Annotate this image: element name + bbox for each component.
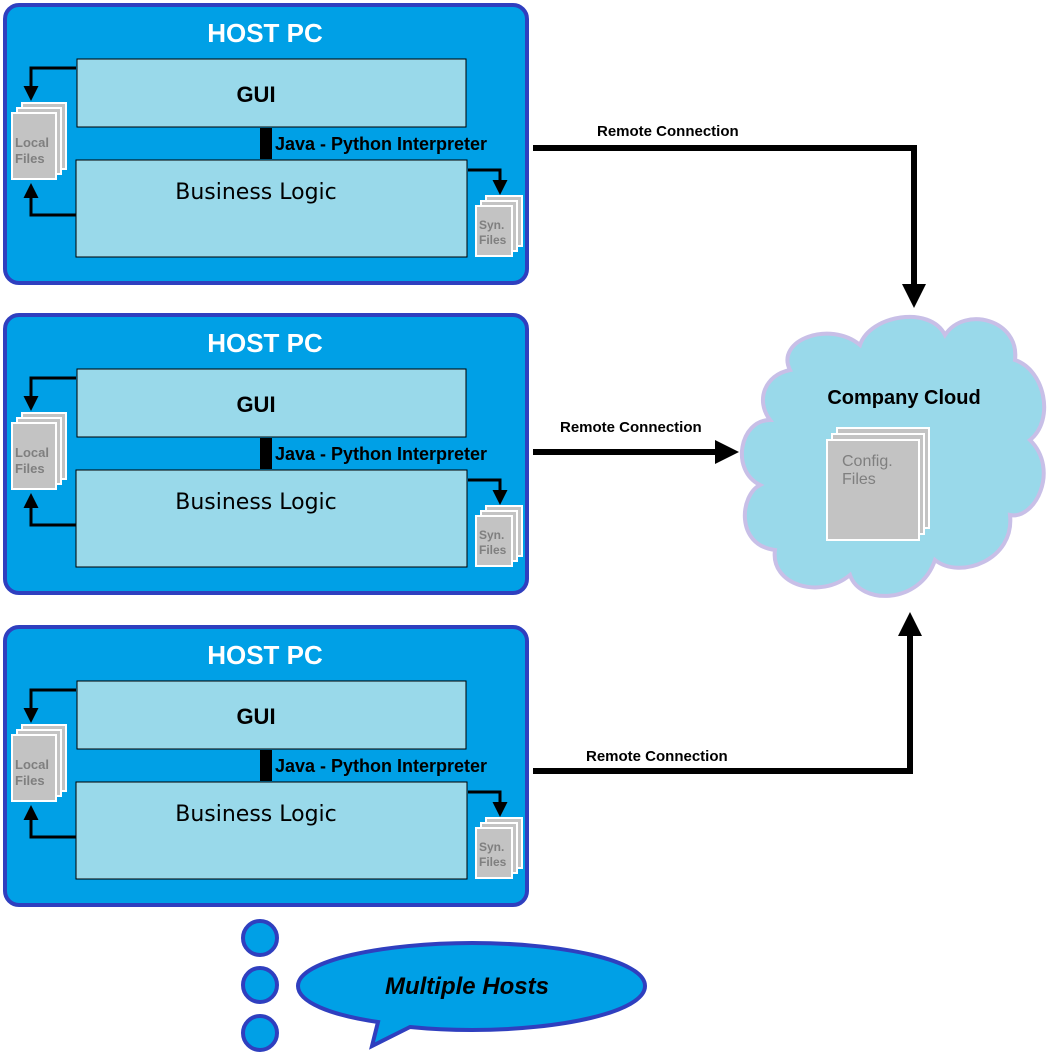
local-files-line-1: Local (15, 135, 49, 150)
local-files-line-1: Local (15, 757, 49, 772)
local-files-line-2: Files (15, 773, 45, 788)
host-pc-2: HOST PC GUI Java - Python Interpreter Bu… (3, 313, 529, 595)
multiple-hosts-callout: Multiple Hosts (295, 940, 648, 1050)
host-pc-3: HOST PC GUI Java - Python Interpreter Bu… (3, 625, 529, 907)
config-files-icon: Config. Files (826, 427, 930, 541)
syn-files-line-2: Files (479, 233, 507, 247)
business-logic-box (75, 159, 468, 258)
business-logic-label: Business Logic (175, 180, 337, 205)
local-files-line-1: Local (15, 445, 49, 460)
dot-2 (241, 966, 279, 1004)
syn-files-line-2: Files (479, 543, 507, 557)
host-pc-title: HOST PC (207, 18, 323, 48)
gui-to-local-arrow (23, 376, 76, 411)
interpreter-label: Java - Python Interpreter (275, 756, 487, 776)
business-to-syn-arrow (468, 168, 508, 195)
interpreter-connector (260, 438, 272, 469)
business-logic-label: Business Logic (175, 802, 337, 827)
gui-box (76, 368, 467, 438)
syn-files-line-2: Files (479, 855, 507, 869)
local-to-business-arrow (23, 805, 76, 839)
gui-to-local-arrow (23, 688, 76, 723)
config-files-line-1: Config. (842, 453, 893, 470)
config-files-line-2: Files (842, 471, 876, 488)
interpreter-label: Java - Python Interpreter (275, 444, 487, 464)
dot-1 (241, 919, 279, 957)
business-logic-label: Business Logic (175, 490, 337, 515)
remote-connection-2: Remote Connection (533, 419, 739, 464)
gui-box (76, 58, 467, 128)
interpreter-connector (260, 750, 272, 781)
interpreter-label: Java - Python Interpreter (275, 134, 487, 154)
gui-label: GUI (236, 392, 275, 417)
syn-files-icon: Syn. Files (475, 195, 523, 257)
callout-text: Multiple Hosts (385, 973, 549, 1000)
syn-files-line-1: Syn. (479, 528, 504, 542)
host-pc-title: HOST PC (207, 640, 323, 670)
gui-box (76, 680, 467, 750)
local-to-business-arrow (23, 183, 76, 217)
ellipsis-dots (241, 919, 279, 1052)
business-logic-box (75, 469, 468, 568)
company-cloud: Company Cloud Config. Files (740, 314, 1047, 598)
interpreter-connector (260, 128, 272, 159)
business-to-syn-arrow (468, 478, 508, 505)
remote-connection-3: Remote Connection (533, 612, 922, 774)
syn-files-icon: Syn. Files (475, 817, 523, 879)
remote-connection-arrow (533, 612, 922, 774)
dot-3 (241, 1014, 279, 1052)
local-to-business-arrow (23, 493, 76, 527)
host-pc-title: HOST PC (207, 328, 323, 358)
local-files-line-2: Files (15, 461, 45, 476)
remote-connection-1: Remote Connection (533, 123, 926, 308)
remote-connection-label: Remote Connection (586, 748, 728, 765)
local-files-icon: Local Files (11, 724, 67, 802)
gui-to-local-arrow (23, 66, 76, 101)
gui-label: GUI (236, 704, 275, 729)
syn-files-icon: Syn. Files (475, 505, 523, 567)
local-files-line-2: Files (15, 151, 45, 166)
local-files-icon: Local Files (11, 412, 67, 490)
speech-bubble (295, 940, 648, 1050)
gui-label: GUI (236, 82, 275, 107)
remote-connection-arrow (533, 145, 926, 308)
local-files-icon: Local Files (11, 102, 67, 180)
remote-connection-label: Remote Connection (597, 123, 739, 140)
host-pc-1: HOST PC GUI Java - Python Interpreter Bu… (3, 3, 529, 285)
syn-files-line-1: Syn. (479, 218, 504, 232)
cloud-title: Company Cloud (827, 387, 980, 409)
business-logic-box (75, 781, 468, 880)
business-to-syn-arrow (468, 790, 508, 817)
syn-files-line-1: Syn. (479, 840, 504, 854)
remote-connection-label: Remote Connection (560, 419, 702, 436)
